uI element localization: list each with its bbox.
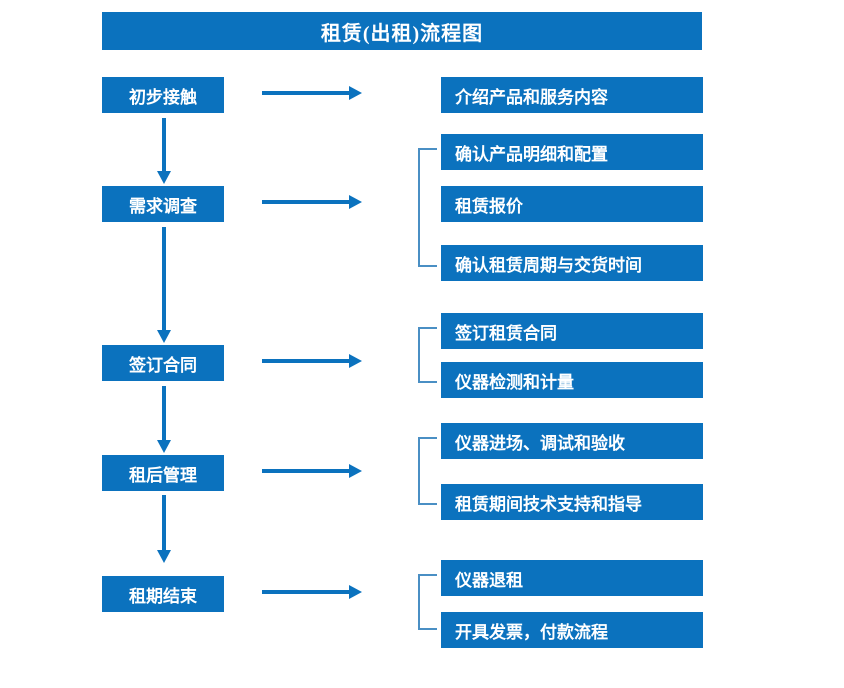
arrow-shaft: [262, 590, 350, 594]
stage-connector-4-5: [157, 495, 171, 563]
arrow-head-icon: [349, 464, 362, 478]
detail-box-4-2[interactable]: 租赁期间技术支持和指导: [441, 484, 703, 520]
stage-arrow-right-2: [262, 195, 362, 209]
arrow-shaft: [162, 227, 166, 330]
stage-arrow-right-3: [262, 354, 362, 368]
arrow-head-icon: [157, 440, 171, 453]
stage-connector-3-4: [157, 386, 171, 453]
detail-box-5-1[interactable]: 仪器退租: [441, 560, 703, 596]
stage-box-4[interactable]: 租后管理: [102, 455, 224, 491]
group-bracket-3: [418, 327, 437, 383]
arrow-shaft: [262, 359, 350, 363]
stage-box-3[interactable]: 签订合同: [102, 345, 224, 381]
detail-box-3-1[interactable]: 签订租赁合同: [441, 313, 703, 349]
stage-arrow-right-1: [262, 86, 362, 100]
stage-box-2[interactable]: 需求调查: [102, 186, 224, 222]
stage-connector-1-2: [157, 118, 171, 184]
stage-arrow-right-4: [262, 464, 362, 478]
detail-box-4-1[interactable]: 仪器进场、调试和验收: [441, 423, 703, 459]
arrow-head-icon: [349, 585, 362, 599]
group-bracket-4: [418, 437, 437, 505]
arrow-shaft: [262, 200, 350, 204]
arrow-head-icon: [349, 354, 362, 368]
arrow-shaft: [262, 469, 350, 473]
stage-connector-2-3: [157, 227, 171, 343]
arrow-shaft: [162, 118, 166, 171]
arrow-head-icon: [157, 330, 171, 343]
stage-box-5[interactable]: 租期结束: [102, 576, 224, 612]
stage-arrow-right-5: [262, 585, 362, 599]
arrow-head-icon: [157, 171, 171, 184]
arrow-head-icon: [157, 550, 171, 563]
group-bracket-5: [418, 574, 437, 630]
stage-box-1[interactable]: 初步接触: [102, 77, 224, 113]
arrow-head-icon: [349, 86, 362, 100]
detail-box-2-3[interactable]: 确认租赁周期与交货时间: [441, 245, 703, 281]
arrow-shaft: [162, 386, 166, 440]
group-bracket-2: [418, 148, 437, 267]
detail-box-3-2[interactable]: 仪器检测和计量: [441, 362, 703, 398]
arrow-head-icon: [349, 195, 362, 209]
detail-box-2-1[interactable]: 确认产品明细和配置: [441, 134, 703, 170]
detail-box-1-1[interactable]: 介绍产品和服务内容: [441, 77, 703, 113]
arrow-shaft: [262, 91, 350, 95]
chart-title: 租赁(出租)流程图: [102, 12, 702, 50]
detail-box-2-2[interactable]: 租赁报价: [441, 186, 703, 222]
arrow-shaft: [162, 495, 166, 550]
detail-box-5-2[interactable]: 开具发票，付款流程: [441, 612, 703, 648]
